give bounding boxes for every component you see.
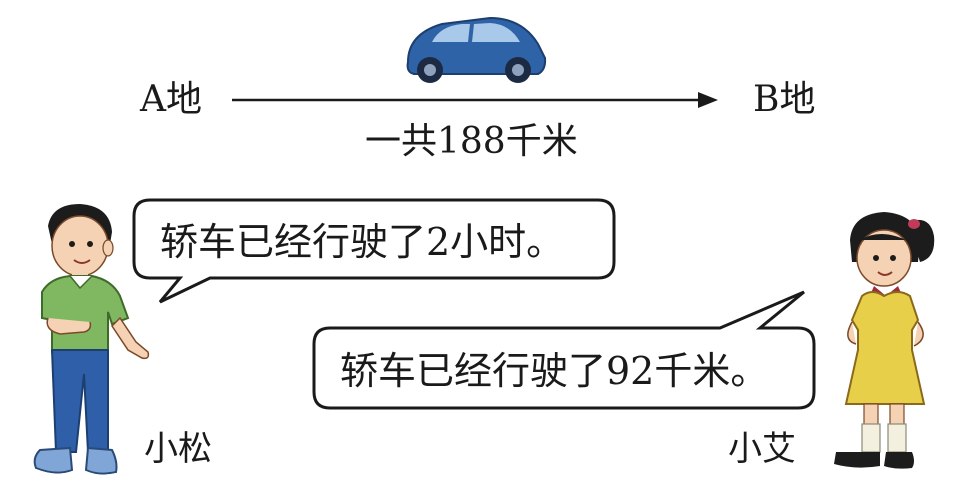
total-distance-label: 一共188千米 [365, 121, 578, 162]
speech-bubble-boy [132, 198, 616, 304]
boy-name-label: 小松 [144, 429, 212, 469]
girl-name-label: 小艾 [728, 429, 796, 469]
start-point-label: A地 [140, 79, 202, 120]
girl-figure [834, 212, 935, 469]
end-point-label: B地 [753, 79, 816, 120]
boy-figure [33, 204, 150, 477]
route-arrow [232, 92, 718, 108]
car-icon [406, 16, 547, 83]
girl-speech-text: 轿车已经行驶了92千米。 [340, 349, 769, 393]
speech-bubble-girl [312, 290, 816, 410]
boy-speech-text: 轿车已经行驶了2小时。 [160, 220, 565, 264]
